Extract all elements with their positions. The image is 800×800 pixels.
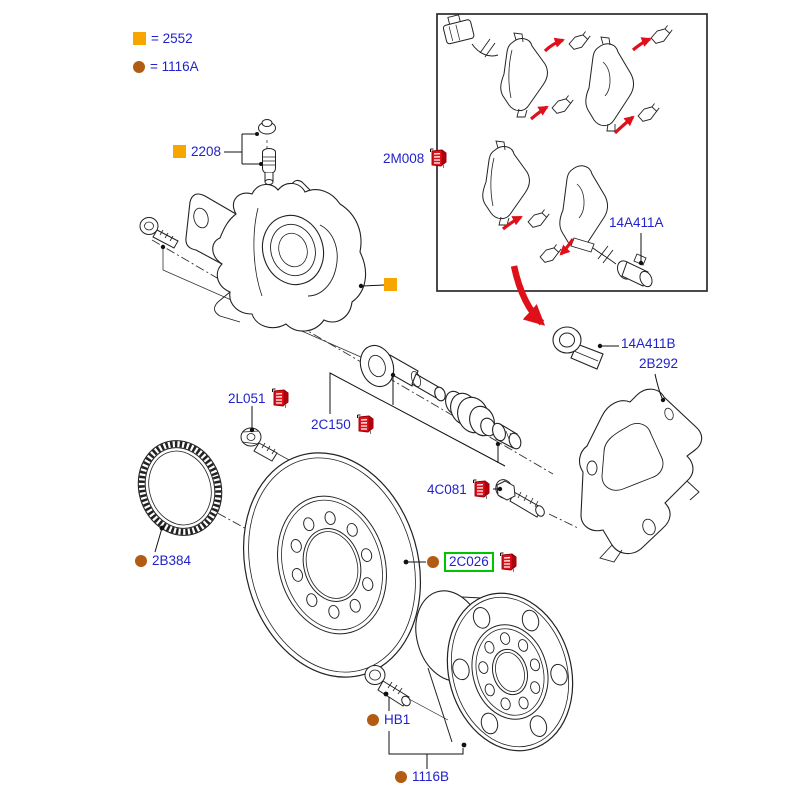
selected-part-highlight-box: 2C026 — [444, 552, 494, 572]
part-number-link[interactable]: 2B384 — [152, 553, 192, 568]
label-2M008: 2M008 — [383, 148, 448, 168]
guide-pin-bolt-drawing — [240, 427, 278, 462]
part-number-link[interactable]: 1116B — [412, 769, 450, 784]
pad-kit-inset-box — [436, 13, 708, 292]
brown-circle-icon — [395, 770, 407, 783]
brake-disc-drawing — [242, 452, 422, 678]
brown-circle-icon — [135, 554, 147, 567]
bleed-screw-and-cap-drawing — [258, 119, 276, 185]
legend-item-1116A: = 1116A — [133, 59, 199, 74]
wheel-hub-drawing — [415, 590, 574, 752]
abs-tone-ring-drawing — [137, 440, 223, 536]
stub-axle-drawing — [359, 344, 522, 450]
part-flag-icon[interactable] — [429, 148, 448, 168]
label-4C081: 4C081 — [427, 479, 491, 499]
direction-arrows — [501, 37, 652, 326]
yellow-square-icon — [173, 145, 186, 158]
brown-circle-icon — [133, 60, 145, 73]
part-number-link[interactable]: HB1 — [384, 712, 411, 727]
part-flag-icon[interactable] — [271, 388, 290, 408]
part-number-link[interactable]: 2B292 — [639, 356, 679, 371]
part-flag-icon[interactable] — [356, 414, 375, 434]
label-1116B: 1116B — [395, 769, 449, 784]
brown-circle-icon — [427, 556, 439, 568]
legend-label: = 1116A — [150, 59, 199, 74]
pad-clip-drawings — [527, 25, 673, 263]
part-number-link[interactable]: 2C026 — [449, 554, 489, 569]
legend-label: = 2552 — [151, 31, 193, 46]
legend-item-2552: = 2552 — [133, 31, 193, 46]
label-2C150: 2C150 — [311, 414, 375, 434]
wheel-stud-drawing — [364, 665, 449, 721]
part-number-link[interactable]: 2M008 — [383, 150, 425, 166]
label-2C026-selected: 2C026 — [427, 552, 518, 572]
part-number-link[interactable]: 14A411A — [609, 215, 664, 230]
label-2208: 2208 — [173, 144, 221, 159]
label-2B384: 2B384 — [135, 553, 191, 568]
leader-lines — [154, 132, 666, 769]
part-number-link[interactable]: 4C081 — [427, 481, 467, 497]
label-HB1: HB1 — [367, 712, 410, 727]
caliper-carrier-drawing — [578, 388, 703, 563]
part-number-link[interactable]: 14A411B — [621, 336, 676, 351]
sensor-grommet-drawing — [552, 326, 604, 370]
caliper-2552-marker — [384, 278, 397, 291]
label-14A411A: 14A411A — [609, 215, 664, 230]
brake-caliper-drawing — [185, 179, 367, 332]
caliper-bolt-drawing — [139, 217, 179, 249]
part-flag-icon[interactable] — [472, 479, 491, 499]
yellow-square-icon — [133, 32, 146, 45]
label-2L051: 2L051 — [228, 388, 290, 408]
part-number-link[interactable]: 2C150 — [311, 416, 351, 432]
carrier-bolt-drawing — [495, 479, 545, 518]
part-flag-icon[interactable] — [499, 552, 518, 572]
brown-circle-icon — [367, 713, 379, 726]
part-number-link[interactable]: 2L051 — [228, 390, 266, 406]
part-number-link[interactable]: 2208 — [191, 144, 222, 159]
label-14A411B: 14A411B — [621, 336, 676, 351]
label-2B292: 2B292 — [639, 356, 678, 371]
